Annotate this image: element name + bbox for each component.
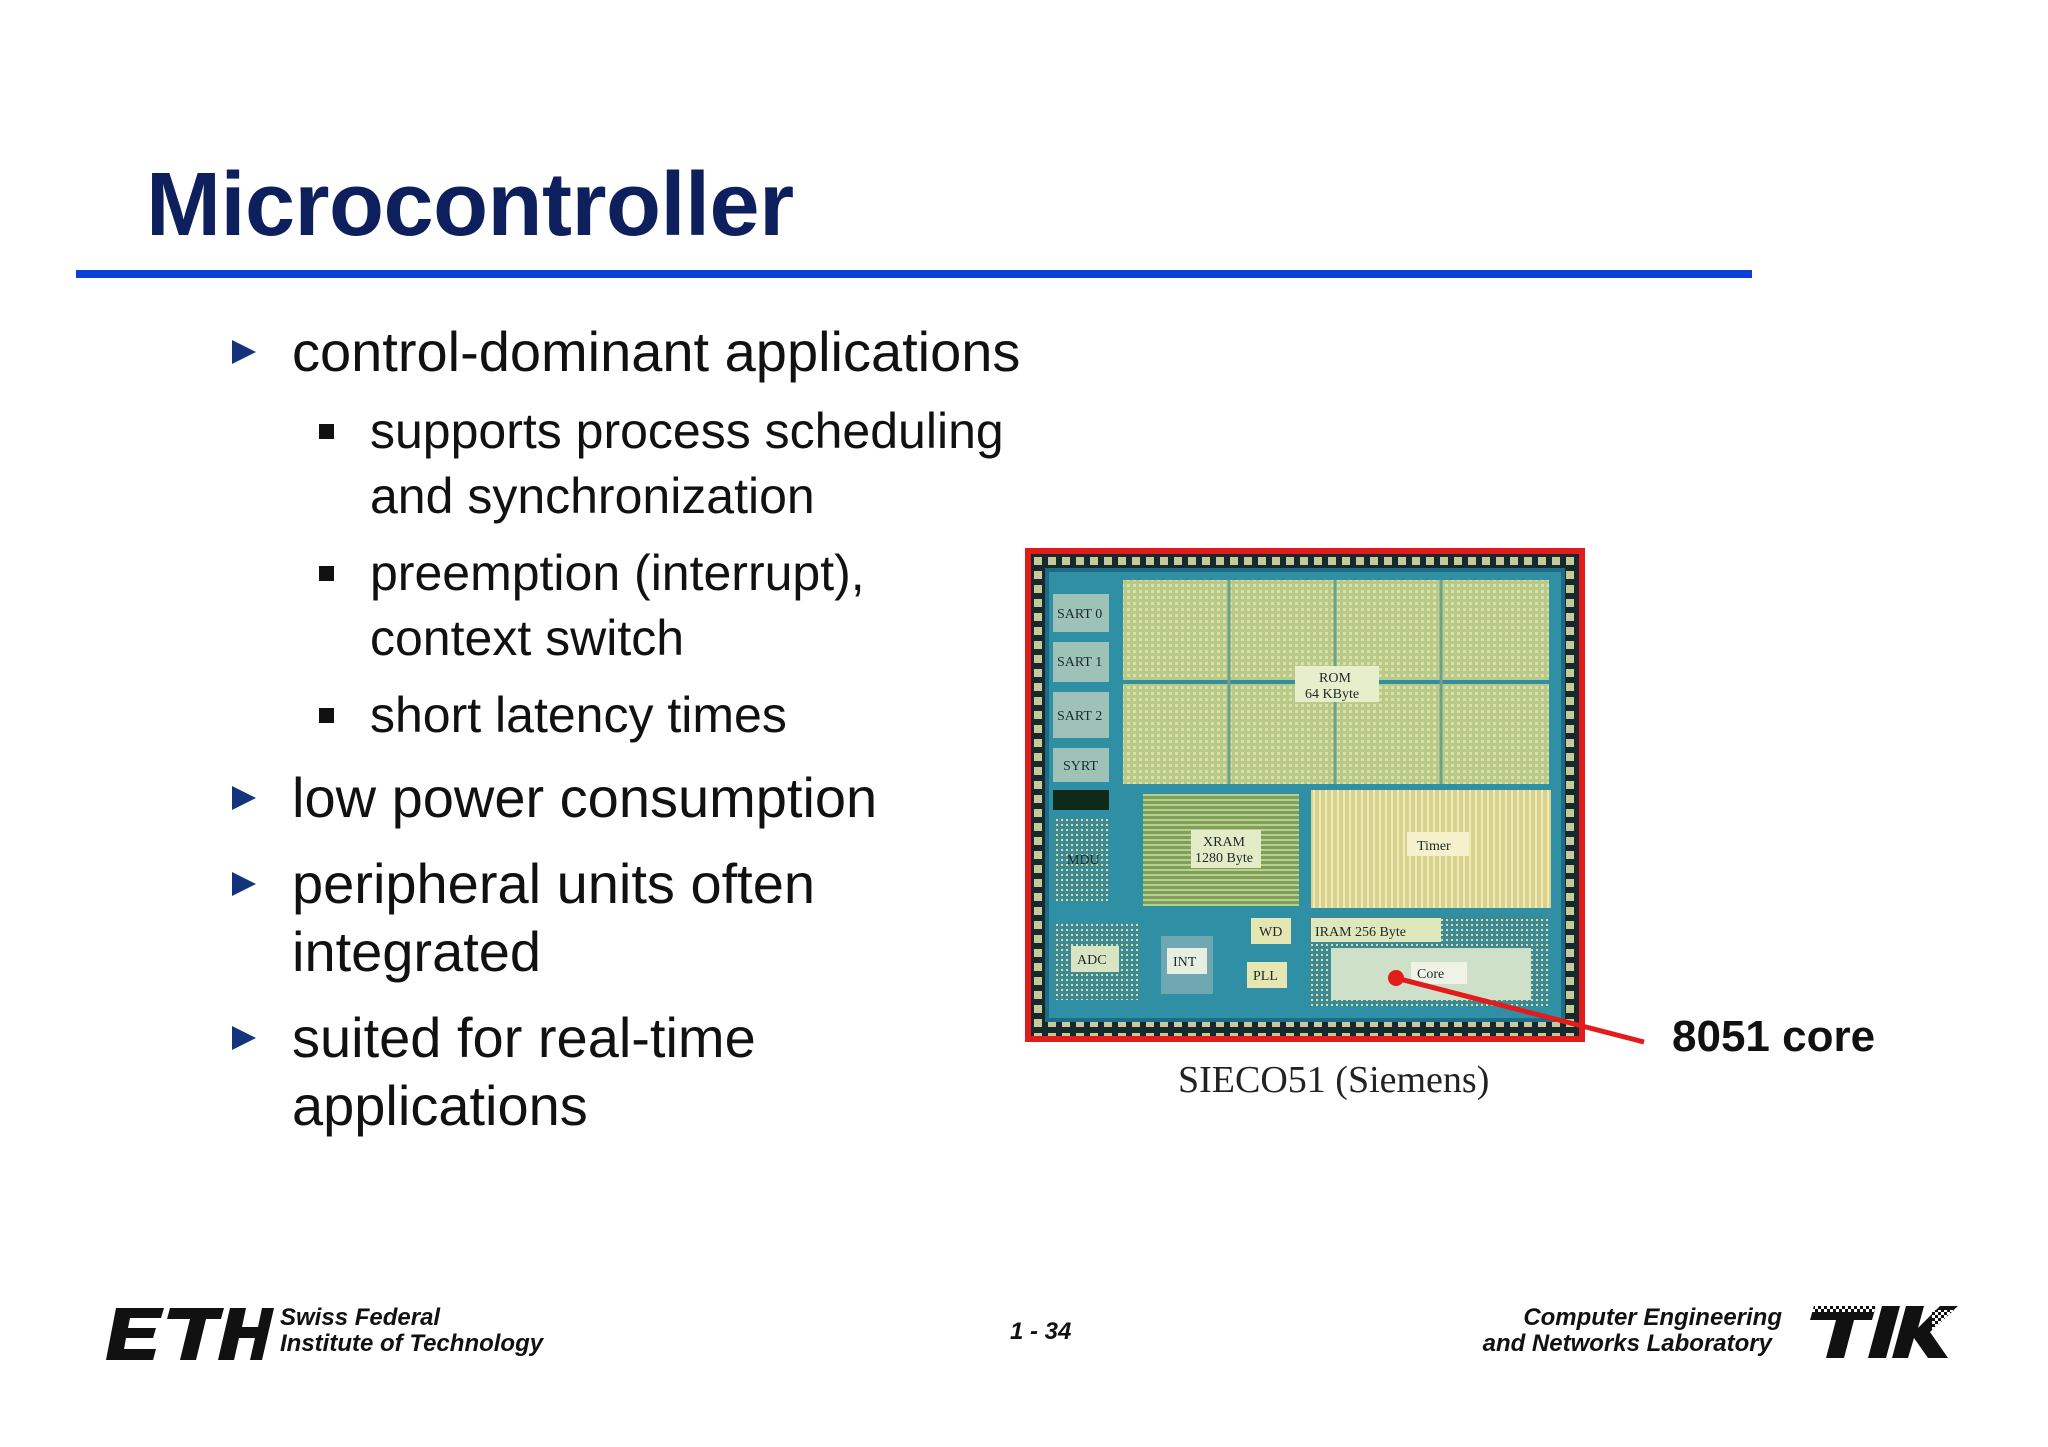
block-label-xram-size: 1280 Byte	[1195, 851, 1253, 866]
triangle-bullet-icon	[232, 786, 256, 810]
bullet-item: control-dominant applications	[232, 318, 1021, 386]
block-label-xram: XRAM	[1203, 835, 1246, 850]
block-label-rom-size: 64 KByte	[1305, 687, 1359, 702]
bullet-item: low power consumption	[232, 764, 878, 832]
block-label-sart2: SART 2	[1057, 709, 1102, 724]
block-label-core: Core	[1417, 967, 1444, 982]
page-number: 1 - 34	[1010, 1318, 1072, 1345]
tik-logo-icon	[1810, 1306, 1958, 1358]
bullet-text: peripheral units often	[292, 852, 816, 915]
bullet-text: short latency times	[370, 687, 787, 743]
bullet-text: context switch	[370, 610, 685, 666]
bullet-list: control-dominant applications supports p…	[0, 0, 1060, 1200]
bullet-continuation: applications	[292, 1072, 588, 1140]
bullet-continuation: integrated	[292, 918, 541, 986]
sub-bullet-continuation: context switch	[370, 606, 684, 671]
triangle-bullet-icon	[232, 340, 256, 364]
slide-title: Microcontroller	[146, 155, 794, 255]
sub-bullet-item: supports process scheduling	[319, 399, 1004, 464]
title-underline	[76, 270, 1752, 278]
sub-bullet-item: short latency times	[319, 683, 787, 748]
block-label-adc: ADC	[1077, 953, 1107, 968]
bullet-text: applications	[292, 1074, 588, 1137]
square-bullet-icon	[319, 708, 334, 723]
bullet-item: suited for real-time	[232, 1004, 756, 1072]
block-label-mdu: MDU	[1067, 853, 1100, 868]
triangle-bullet-icon	[232, 872, 256, 896]
bullet-text: control-dominant applications	[292, 320, 1021, 383]
square-bullet-icon	[319, 424, 334, 439]
tik-name-line1: Computer Engineering	[1523, 1304, 1782, 1331]
sub-bullet-continuation: and synchronization	[370, 464, 815, 529]
square-bullet-icon	[319, 566, 334, 581]
figure-caption: SIECO51 (Siemens)	[1178, 1059, 1490, 1101]
bullet-text: supports process scheduling	[370, 403, 1004, 459]
eth-name-line2: Institute of Technology	[280, 1330, 544, 1357]
eth-logo-icon	[106, 1308, 274, 1360]
bullet-text: low power consumption	[292, 766, 878, 829]
block-label-int: INT	[1173, 955, 1197, 970]
bullet-text: integrated	[292, 920, 542, 983]
block-label-wd: WD	[1259, 925, 1282, 940]
block-label-sart0: SART 0	[1057, 607, 1102, 622]
bullet-text: suited for real-time	[292, 1006, 756, 1069]
block-label-pll: PLL	[1253, 969, 1278, 984]
tik-name-line2: and Networks Laboratory	[1482, 1330, 1772, 1357]
chip-floorplan: SART 0 SART 1 SART 2 SYRT MDU ROM 64 KBy…	[1031, 554, 1579, 1036]
bullet-text: and synchronization	[370, 468, 815, 524]
bullet-item: peripheral units often	[232, 850, 816, 918]
triangle-bullet-icon	[232, 1026, 256, 1050]
core-callout-label: 8051 core	[1672, 1012, 1876, 1061]
block-label-sart1: SART 1	[1057, 655, 1102, 670]
bullet-text: preemption (interrupt),	[370, 545, 865, 601]
chip-die-photo: SART 0 SART 1 SART 2 SYRT MDU ROM 64 KBy…	[1025, 548, 1585, 1042]
block-label-timer: Timer	[1417, 839, 1451, 854]
block-label-syrt: SYRT	[1063, 759, 1098, 774]
eth-name-line1: Swiss Federal	[280, 1304, 441, 1331]
block-label-rom: ROM	[1319, 671, 1351, 686]
slide-footer: Swiss Federal Institute of Technology 1 …	[0, 1290, 2048, 1380]
sub-bullet-item: preemption (interrupt),	[319, 541, 865, 606]
block-label-iram: IRAM 256 Byte	[1315, 925, 1406, 940]
